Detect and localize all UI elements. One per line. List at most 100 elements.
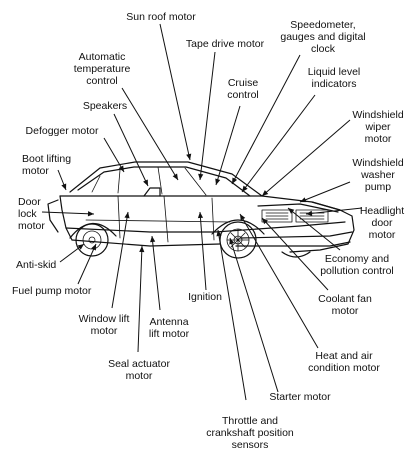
label-line: Throttle and <box>222 415 278 427</box>
label-line: Door <box>18 196 41 208</box>
label-anti-skid: Anti-skid <box>16 259 56 271</box>
label-line: Antenna <box>149 316 188 328</box>
car-illustration <box>47 161 355 259</box>
label-line: Coolant fan <box>318 293 372 305</box>
arrowhead-headlight <box>306 210 313 216</box>
label-line: crankshaft position <box>206 427 294 439</box>
label-line: lock <box>18 208 37 220</box>
label-ignition: Ignition <box>188 291 222 303</box>
label-line: Defogger motor <box>26 125 99 137</box>
arrowhead-speedometer <box>232 177 238 184</box>
label-line: Seal actuator <box>108 358 170 370</box>
leader-line-washer <box>299 181 351 203</box>
label-line: motor <box>369 229 396 241</box>
leader-line-throttle <box>217 229 247 401</box>
arrowhead-sun-roof <box>186 153 192 160</box>
label-line: motor <box>18 220 45 232</box>
label-line: pollution control <box>320 265 394 277</box>
label-line: wiper <box>364 121 391 133</box>
arrowhead-anti-skid <box>77 244 84 250</box>
label-sun-roof-motor: Sun roof motor <box>126 11 196 23</box>
label-line: Boot lifting <box>22 153 71 165</box>
leader-line-auto-temp <box>121 87 179 181</box>
arrowhead-cruise <box>215 178 221 185</box>
arrowhead-washer <box>300 197 307 203</box>
label-line: Speedometer, <box>290 19 355 31</box>
leader-line-ignition <box>199 211 207 291</box>
leader-line-coolant-fan <box>261 217 329 291</box>
label-line: Anti-skid <box>16 259 56 271</box>
label-line: motor <box>22 165 49 177</box>
label-line: motor <box>332 305 359 317</box>
label-line: motor <box>91 325 118 337</box>
arrowhead-wiper <box>262 190 269 196</box>
label-line: Heat and air <box>315 350 373 362</box>
label-line: Headlight <box>360 205 404 217</box>
label-line: condition motor <box>308 362 380 374</box>
leader-line-window-lift <box>111 211 129 309</box>
leader-line-speakers <box>113 113 149 187</box>
leader-line-headlight <box>305 207 363 215</box>
label-line: Windshield <box>352 109 404 121</box>
label-line: Sun roof motor <box>126 11 196 23</box>
arrowhead-liquid-level <box>242 185 248 192</box>
leader-line-speedometer <box>231 54 301 185</box>
label-line: Window lift <box>79 313 130 325</box>
leader-line-tape-drive <box>199 51 216 181</box>
label-line: Tape drive motor <box>186 38 265 50</box>
leader-line-antenna-lift <box>151 235 161 311</box>
label-line: Ignition <box>188 291 222 303</box>
label-line: temperature <box>74 63 131 75</box>
leader-line-heat-air <box>239 213 319 349</box>
leader-line-economy <box>287 207 341 251</box>
arrowhead-door-lock <box>87 211 94 217</box>
label-line: control <box>86 75 118 87</box>
leader-line-defogger <box>103 137 125 173</box>
arrowhead-defogger <box>118 165 124 172</box>
label-line: sensors <box>232 439 269 451</box>
label-speakers: Speakers <box>83 100 127 112</box>
leader-line-cruise <box>215 105 241 186</box>
component-labels: Sun roof motor Tape drive motor Speedome… <box>12 11 404 451</box>
arrowhead-fuel-pump <box>91 244 96 251</box>
label-fuel-pump-motor: Fuel pump motor <box>12 285 92 297</box>
label-line: washer <box>360 169 395 181</box>
label-line: Starter motor <box>269 391 331 403</box>
label-line: clock <box>311 43 336 55</box>
label-line: motor <box>365 133 392 145</box>
arrowhead-tape-drive <box>198 173 204 180</box>
arrowhead-economy <box>288 208 295 214</box>
label-line: Cruise <box>228 77 259 89</box>
label-line: Automatic <box>79 51 126 63</box>
label-line: motor <box>126 370 153 382</box>
label-line: Speakers <box>83 100 127 112</box>
label-starter-motor: Starter motor <box>269 391 331 403</box>
arrowhead-window-lift <box>124 212 130 219</box>
arrowhead-speakers <box>143 179 148 186</box>
leader-line-starter <box>229 237 279 393</box>
leader-line-wiper <box>261 119 351 197</box>
arrowhead-coolant-fan <box>262 218 268 225</box>
leader-line-sun-roof <box>159 23 191 161</box>
arrowhead-ignition <box>197 212 204 219</box>
leader-line-door-lock <box>41 211 95 215</box>
label-line: Windshield <box>352 157 404 169</box>
label-defogger-motor: Defogger motor <box>26 125 99 137</box>
arrowhead-auto-temp <box>172 173 178 180</box>
arrowhead-throttle <box>216 230 222 237</box>
